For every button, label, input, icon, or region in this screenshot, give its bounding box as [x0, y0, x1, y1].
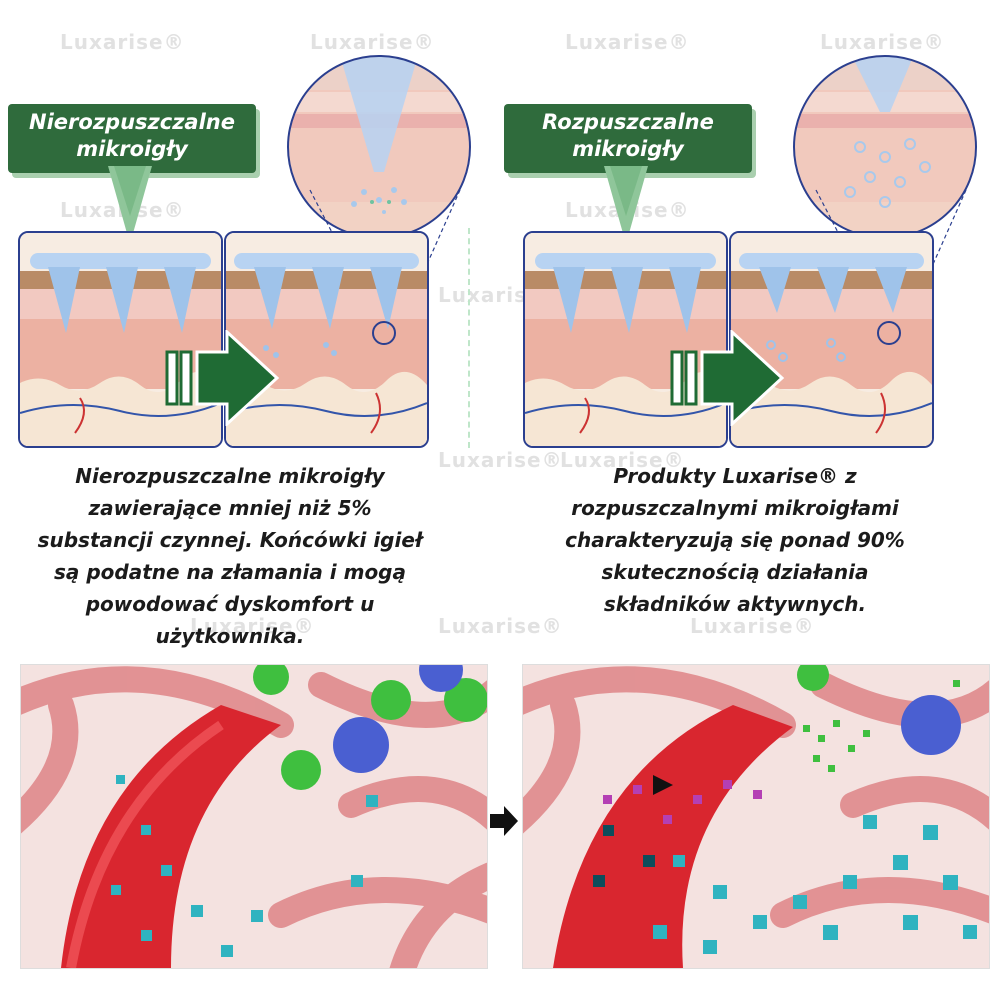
- caption-soluble: Produkty Luxarise® z rozpuszczalnymi mik…: [565, 464, 905, 616]
- zoom-circle: [793, 55, 977, 239]
- skin-panel-after: [224, 231, 429, 448]
- blood-vessel-scene-after: [522, 664, 990, 969]
- caption-insoluble: Nierozpuszczalne mikroigły zawierające m…: [37, 464, 423, 648]
- blood-vessel-scene-before: [20, 664, 488, 969]
- right-arrow-icon: [670, 330, 785, 426]
- skin-panel-before: [523, 231, 728, 448]
- label-pointer-icon: [604, 166, 648, 244]
- label-pointer-icon: [108, 166, 152, 244]
- zoom-circle: [287, 55, 471, 239]
- right-arrow-icon: [490, 806, 518, 836]
- skin-panel-after: [729, 231, 934, 448]
- label-soluble: Rozpuszczalne mikroigły: [504, 104, 752, 173]
- divider: [468, 228, 470, 448]
- label-insoluble: Nierozpuszczalne mikroigły: [8, 104, 256, 173]
- right-arrow-icon: [165, 330, 280, 426]
